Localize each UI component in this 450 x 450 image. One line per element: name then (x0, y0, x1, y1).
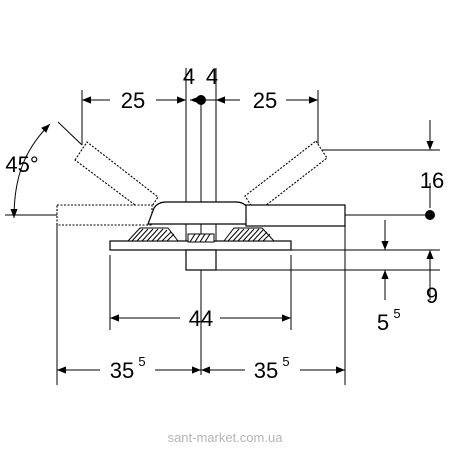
dim-top-right: 25 (253, 88, 277, 113)
dim-right-lower: 5 (377, 310, 389, 335)
right-dimensions (345, 120, 435, 300)
dim-bottom-left-sup: 5 (138, 354, 145, 369)
dim-angle: 45° (5, 152, 38, 177)
angled-outlet-left (74, 141, 159, 215)
clamp-left (126, 227, 180, 242)
clamp-right (222, 227, 276, 242)
dim-right-height: 16 (420, 168, 444, 193)
dim-bottom-right-sup: 5 (282, 354, 289, 369)
watermark: sant-market.com.ua (168, 430, 284, 445)
angled-outlet-right (244, 140, 328, 214)
extension-lines (5, 68, 440, 385)
dim-top-mid-right: 4 (206, 64, 218, 89)
center-clamp (187, 233, 215, 243)
dim-bottom-left: 35 (110, 358, 134, 383)
angle-dimension (10, 123, 51, 219)
dim-bottom-right: 35 (254, 358, 278, 383)
dim-right-depth: 9 (426, 283, 438, 308)
dim-right-lower-sup: 5 (393, 306, 400, 321)
dim-base-width: 44 (189, 306, 213, 331)
dim-top-mid-left: 4 (183, 64, 195, 89)
outlet-pipe-left (56, 204, 153, 226)
dim-top-left: 25 (121, 88, 145, 113)
drain-body (109, 201, 346, 271)
